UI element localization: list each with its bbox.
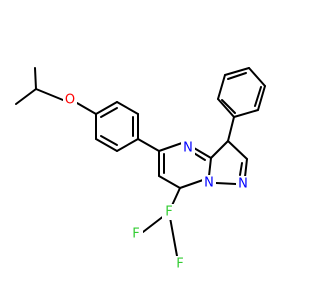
atom-f-top: F: [162, 204, 176, 220]
bond-c3-phenyl: [227, 116, 235, 142]
bond-nbridge-npyrazole: [215, 182, 237, 185]
atom-n-bridge: N: [202, 175, 216, 191]
bond-phenyl-ring-2: [248, 67, 266, 87]
bond-aryl-double-1: [100, 107, 118, 118]
atom-o-ether: O: [63, 92, 77, 108]
bond-phenyl-ring-1: [257, 85, 266, 111]
bond-aryl-ring-0: [95, 101, 118, 115]
bond-aryl-ring-4: [95, 138, 118, 152]
bond-c3-c2: [227, 140, 248, 160]
atom-label-n-ring: N: [183, 141, 193, 156]
atom-n-ring: N: [181, 140, 195, 156]
bond-isopropyl-methyl-1: [15, 88, 37, 105]
atom-label-n-bridge: N: [204, 176, 214, 191]
bond-phenyl-ring-4: [217, 74, 226, 100]
bond-isopropyl-methyl-2: [34, 67, 37, 90]
bond-phenyl-ring-5: [217, 98, 235, 118]
bond-c2-npyrazole-double: [239, 162, 243, 176]
bond-phenyl-double-3: [221, 99, 236, 114]
bond-aryl-pyrimidine: [137, 138, 160, 152]
atom-label-f-left: F: [132, 227, 139, 242]
bond-aryl-ring-3: [116, 138, 139, 152]
atom-f-left: F: [129, 226, 143, 242]
bond-isopropyl-oxygen: [35, 88, 64, 101]
atom-n-pyrazole: N: [236, 176, 250, 192]
atom-label-o: O: [65, 93, 75, 108]
bond-aryl-double-3: [100, 135, 118, 146]
atom-f-right: F: [173, 256, 187, 272]
bond-c5-n: [158, 142, 183, 152]
bond-n-c3a: [193, 147, 212, 159]
bond-c6-c7: [158, 175, 181, 189]
bond-c3a-nbridge: [208, 157, 212, 177]
bond-phenyl-ring-0: [233, 109, 259, 118]
bond-c7-nbridge: [179, 179, 204, 189]
molecule-structure: O N N N F F F: [15, 67, 266, 272]
atom-label-n-pyrazole: N: [238, 177, 248, 192]
bond-phenyl-double-2: [227, 72, 247, 80]
atom-label-f-top: F: [165, 205, 172, 220]
bond-aryl-ring-1: [116, 101, 139, 115]
bond-oxygen-aryl: [76, 102, 97, 115]
bond-c2-npyrazole: [244, 158, 248, 178]
bond-phenyl-ring-3: [224, 67, 250, 76]
bond-phenyl-double-1: [254, 86, 262, 107]
atom-label-f-right: F: [176, 257, 183, 272]
bond-c3a-c3: [210, 140, 229, 159]
atom-labels: O N N N F F F: [63, 92, 250, 272]
